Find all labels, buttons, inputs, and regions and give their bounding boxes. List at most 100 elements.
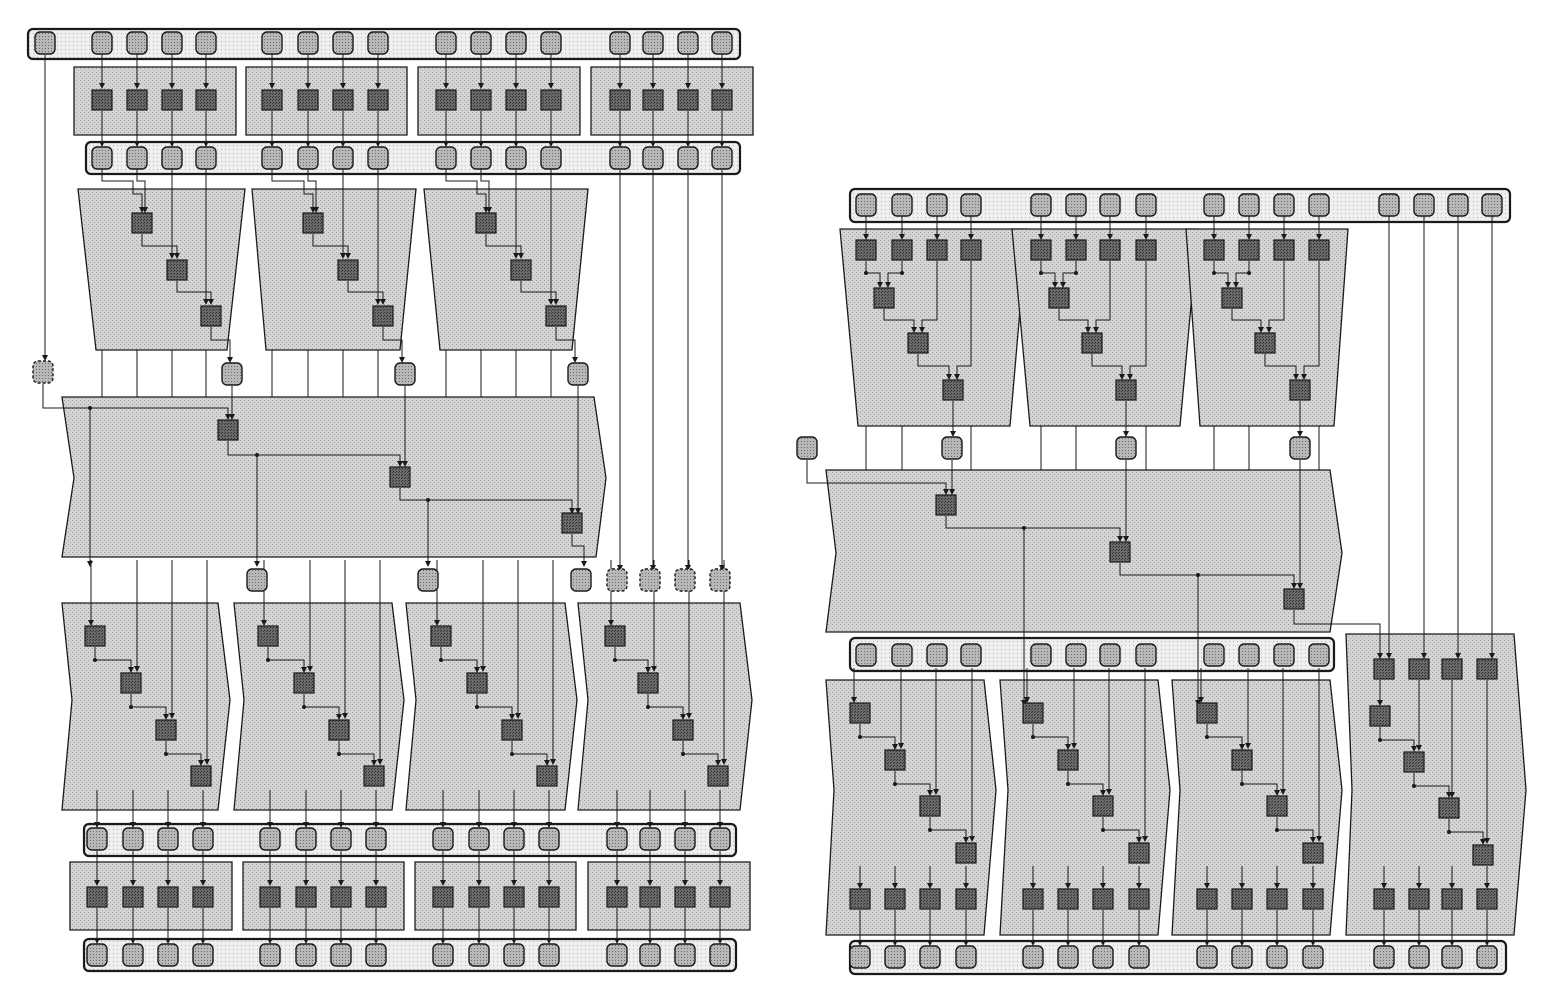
wire: [227, 441, 403, 467]
operator-box: [126, 89, 148, 111]
junction-dot: [93, 658, 97, 662]
operator-box: [1238, 239, 1260, 261]
stage-block: [61, 396, 607, 558]
wire: [130, 694, 169, 720]
junction-dot: [302, 705, 306, 709]
operator-box: [606, 886, 628, 908]
io-node: [960, 193, 982, 217]
wire: [1032, 724, 1071, 750]
io-node: [1092, 945, 1114, 969]
wire: [1301, 261, 1320, 380]
operator-box: [1092, 888, 1114, 910]
io-node: [540, 31, 562, 55]
junction-dot: [1074, 271, 1078, 275]
io-node: [435, 146, 457, 170]
operator-box: [389, 466, 411, 488]
operator-box: [1408, 658, 1430, 680]
junction-dot: [1101, 828, 1105, 832]
wire: [42, 384, 231, 420]
io-node: [1481, 193, 1503, 217]
operator-box: [363, 765, 385, 787]
io-node: [34, 31, 56, 55]
operator-box: [470, 89, 492, 111]
wire: [1413, 773, 1452, 798]
operator-box: [1057, 888, 1079, 910]
junction-dot: [1378, 738, 1382, 742]
operator-box: [674, 886, 696, 908]
bus-bar: [848, 636, 1336, 673]
operator-box: [1476, 888, 1498, 910]
io-node: [367, 146, 389, 170]
io-node: [1447, 193, 1469, 217]
io-node: [297, 31, 319, 55]
operator-box: [1266, 888, 1288, 910]
io-node: [295, 827, 317, 851]
wire: [1264, 354, 1299, 380]
io-node: [1273, 193, 1295, 217]
io-node: [1308, 193, 1330, 217]
operator-box: [1065, 239, 1087, 261]
operator-box: [84, 625, 106, 647]
operator-box: [365, 886, 387, 908]
wire: [647, 694, 686, 720]
io-node: [570, 568, 592, 592]
io-node: [1302, 945, 1324, 969]
operator-box: [884, 749, 906, 771]
operator-box: [1373, 888, 1395, 910]
io-node: [122, 943, 144, 967]
operator-box: [672, 719, 694, 741]
io-node: [891, 643, 913, 667]
operator-box: [1057, 749, 1079, 771]
io-node: [161, 31, 183, 55]
operator-box: [122, 886, 144, 908]
io-node: [1413, 193, 1435, 217]
junction-dot: [1412, 784, 1416, 788]
io-node: [332, 146, 354, 170]
operator-box: [849, 888, 871, 910]
io-node: [796, 436, 818, 460]
operator-box: [475, 212, 497, 234]
wire: [894, 771, 933, 796]
wire: [1102, 817, 1142, 843]
placeholder-node: [674, 568, 696, 592]
placeholder-node: [639, 568, 661, 592]
operator-box: [332, 89, 354, 111]
io-node: [246, 568, 268, 592]
operator-box: [1030, 239, 1052, 261]
io-node: [1476, 945, 1498, 969]
junction-dot: [1039, 271, 1043, 275]
io-node: [606, 827, 628, 851]
operator-box: [709, 886, 731, 908]
wire: [1206, 724, 1245, 750]
bus-bar: [84, 140, 742, 176]
io-node: [642, 31, 664, 55]
wire: [865, 261, 883, 288]
operator-box: [297, 89, 319, 111]
operator-box: [1441, 888, 1463, 910]
operator-box: [468, 886, 490, 908]
io-node: [503, 943, 525, 967]
stage-block: [825, 469, 1343, 633]
wire: [954, 261, 972, 380]
io-node: [642, 146, 664, 170]
io-node: [849, 945, 871, 969]
io-node: [261, 146, 283, 170]
wire: [1379, 727, 1417, 752]
operator-box: [1266, 795, 1288, 817]
io-node: [855, 193, 877, 217]
operator-box: [919, 795, 941, 817]
io-node: [122, 827, 144, 851]
stage-block: [73, 66, 237, 136]
io-node: [505, 31, 527, 55]
operator-box: [1022, 702, 1044, 724]
placeholder-node: [606, 568, 628, 592]
wire: [136, 169, 148, 213]
wire: [885, 261, 903, 288]
io-node: [1099, 643, 1121, 667]
operator-box: [200, 305, 222, 327]
io-node: [1378, 193, 1400, 217]
operator-box: [1289, 379, 1311, 401]
bus-bar: [82, 822, 738, 858]
junction-dot: [1240, 782, 1244, 786]
